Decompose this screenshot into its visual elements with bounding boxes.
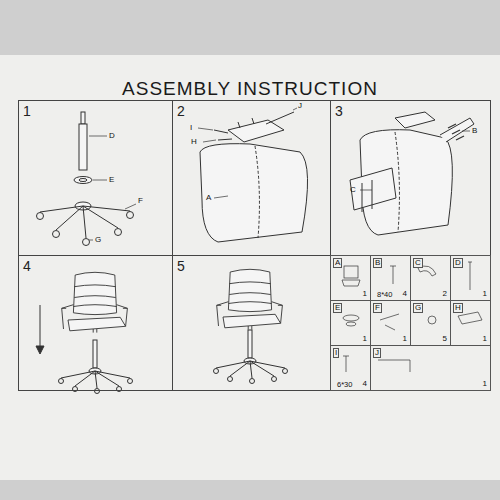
- part-callout: H: [191, 138, 197, 146]
- step-panel: 3: [330, 100, 491, 256]
- step-number: 2: [177, 103, 185, 119]
- part-quantity: 4: [403, 290, 407, 298]
- part-callout: B: [472, 127, 477, 135]
- part-quantity: 1: [483, 380, 487, 388]
- part-callout: I: [190, 124, 192, 132]
- part-quantity: 2: [443, 290, 447, 298]
- step-number: 1: [23, 103, 31, 119]
- step-number: 5: [177, 258, 185, 274]
- part-letter: E: [333, 303, 342, 313]
- step-panel: 2: [172, 100, 331, 256]
- part-letter: J: [373, 348, 381, 358]
- step-number: 3: [335, 103, 343, 119]
- part-cell: I 6*30 4: [330, 345, 371, 391]
- part-cell: H1: [450, 300, 491, 346]
- step-number: 4: [23, 258, 31, 274]
- step-panel: 1: [18, 100, 173, 256]
- part-quantity: 1: [403, 335, 407, 343]
- part-quantity: 1: [483, 335, 487, 343]
- part-callout: D: [109, 132, 115, 140]
- step-panel: 5: [172, 255, 331, 391]
- part-cell: D1: [450, 255, 491, 301]
- part-quantity: 1: [363, 335, 367, 343]
- part-letter: H: [453, 303, 463, 313]
- part-size: 8*40: [377, 291, 392, 299]
- part-cell: J1: [370, 345, 491, 391]
- title: ASSEMBLY INSTRUCTION: [0, 78, 500, 100]
- step-panel: 4: [18, 255, 173, 391]
- part-cell: E1: [330, 300, 371, 346]
- part-quantity: 5: [443, 335, 447, 343]
- part-callout: F: [138, 197, 143, 205]
- part-letter: F: [373, 303, 382, 313]
- part-callout: C: [350, 186, 356, 194]
- part-letter: I: [333, 348, 339, 358]
- part-quantity: 1: [363, 290, 367, 298]
- part-letter: B: [373, 258, 382, 268]
- part-quantity: 1: [483, 290, 487, 298]
- part-cell: B 8*40 4: [370, 255, 411, 301]
- part-callout: A: [206, 194, 211, 202]
- part-callout: G: [95, 236, 101, 244]
- part-cell: G5: [410, 300, 451, 346]
- part-cell: F1: [370, 300, 411, 346]
- part-callout: E: [109, 176, 114, 184]
- part-letter: A: [333, 258, 342, 268]
- part-letter: D: [453, 258, 463, 268]
- part-callout: J: [298, 102, 302, 110]
- part-cell: A1: [330, 255, 371, 301]
- part-size: 6*30: [337, 381, 352, 389]
- part-quantity: 4: [363, 380, 367, 388]
- part-letter: G: [413, 303, 423, 313]
- part-letter: C: [413, 258, 423, 268]
- part-cell: C2: [410, 255, 451, 301]
